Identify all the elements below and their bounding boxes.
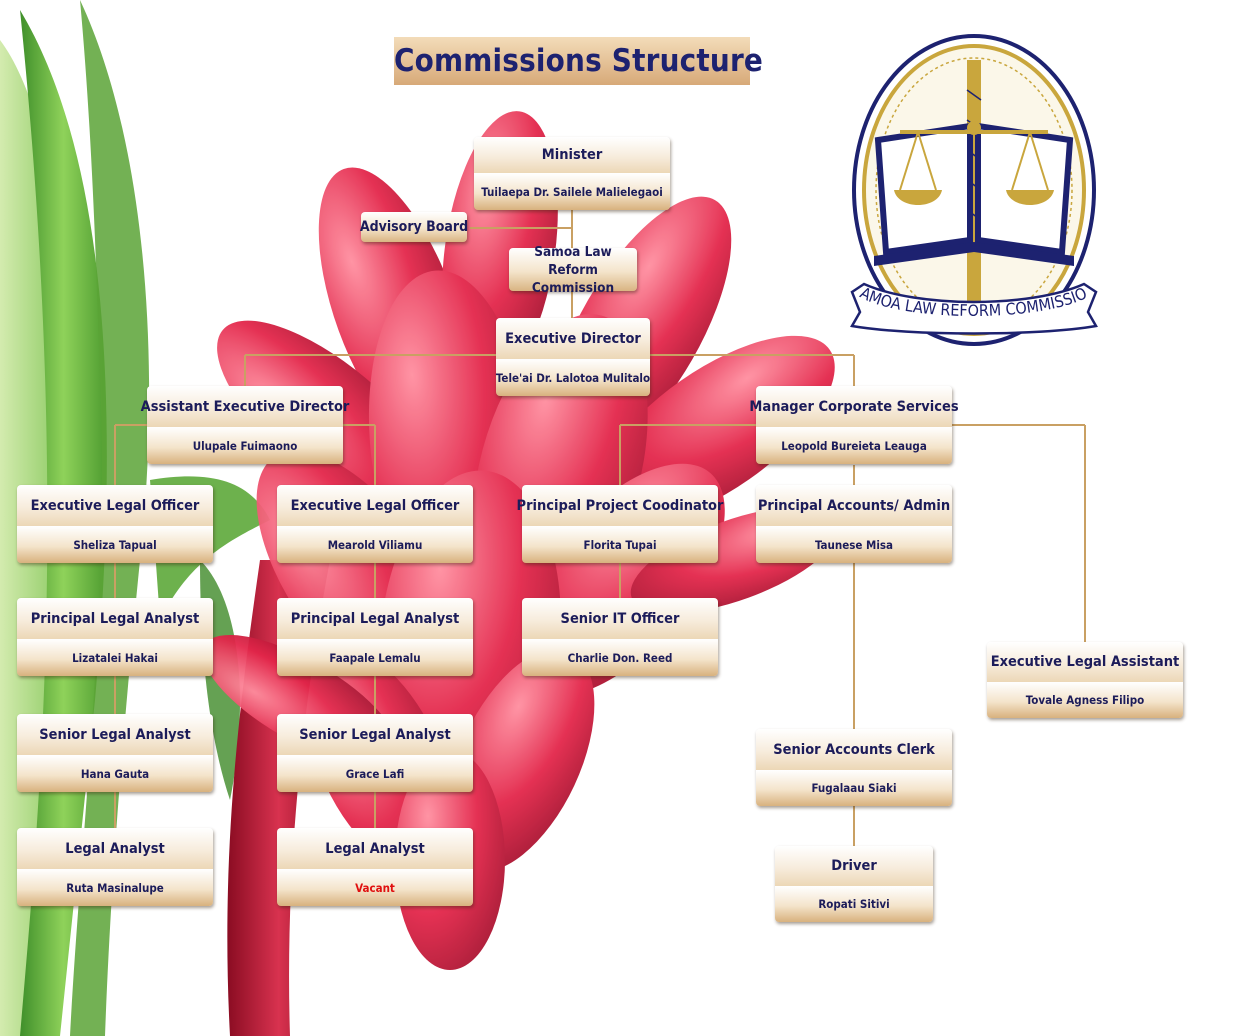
role-label: Principal Legal Analyst — [277, 598, 473, 639]
role-label: Manager Corporate Services — [749, 386, 959, 427]
role-label: Senior Legal Analyst — [17, 714, 213, 755]
role-label: Driver — [775, 846, 933, 886]
node-executive-legal-officer-1: Executive Legal Officer Sheliza Tapual — [17, 485, 213, 563]
person-name: Charlie Don. Reed — [522, 639, 718, 676]
role-label: Principal Accounts/ Admin — [756, 485, 952, 526]
person-name: Tovale Agness Filipo — [987, 682, 1183, 718]
node-manager-corporate-services: Manager Corporate Services Leopold Burei… — [749, 386, 959, 464]
person-name: Faapale Lemalu — [277, 639, 473, 676]
person-name: Grace Lafi — [277, 755, 473, 792]
node-executive-director: Executive Director Tele'ai Dr. Lalotoa M… — [496, 318, 650, 396]
node-legal-analyst-2: Legal Analyst Vacant — [277, 828, 473, 906]
person-name: Mearold Viliamu — [277, 526, 473, 563]
person-name: Florita Tupai — [522, 526, 718, 563]
page-title: Commissions Structure — [394, 37, 763, 85]
role-label: Senior Legal Analyst — [277, 714, 473, 755]
node-senior-legal-analyst-1: Senior Legal Analyst Hana Gauta — [17, 714, 213, 792]
node-principal-legal-analyst-1: Principal Legal Analyst Lizatalei Hakai — [17, 598, 213, 676]
role-label: Executive Legal Assistant — [987, 642, 1183, 682]
node-senior-accounts-clerk: Senior Accounts Clerk Fugalaau Siaki — [756, 729, 952, 806]
role-label: Executive Director — [496, 318, 650, 359]
node-minister: Minister Tuilaepa Dr. Sailele Malielegao… — [474, 137, 670, 210]
node-executive-legal-assistant: Executive Legal Assistant Tovale Agness … — [987, 642, 1183, 718]
node-executive-legal-officer-2: Executive Legal Officer Mearold Viliamu — [277, 485, 473, 563]
role-label: Assistant Executive Director — [141, 386, 349, 427]
node-principal-legal-analyst-2: Principal Legal Analyst Faapale Lemalu — [277, 598, 473, 676]
node-principal-accounts-admin: Principal Accounts/ Admin Taunese Misa — [756, 485, 952, 563]
person-name: Ruta Masinalupe — [17, 869, 213, 906]
node-legal-analyst-1: Legal Analyst Ruta Masinalupe — [17, 828, 213, 906]
role-label: Minister — [474, 137, 670, 173]
node-principal-project-coodinator: Principal Project Coodinator Florita Tup… — [517, 485, 723, 563]
person-name: Lizatalei Hakai — [17, 639, 213, 676]
role-label: Principal Project Coodinator — [517, 485, 723, 526]
role-label: Principal Legal Analyst — [17, 598, 213, 639]
person-name: Vacant — [277, 869, 473, 906]
person-name: Tuilaepa Dr. Sailele Malielegaoi — [474, 173, 670, 210]
node-advisory-board: Advisory Board — [360, 212, 468, 242]
node-assistant-executive-director: Assistant Executive Director Ulupale Fui… — [141, 386, 349, 464]
role-label: Senior IT Officer — [522, 598, 718, 639]
person-name: Ulupale Fuimaono — [147, 427, 343, 464]
person-name: Fugalaau Siaki — [756, 770, 952, 806]
person-name: Leopold Bureieta Leauga — [756, 427, 952, 464]
samoa-law-reform-commission-logo: SAMOA LAW REFORM COMMISSION — [848, 30, 1098, 346]
person-name: Taunese Misa — [756, 526, 952, 563]
node-senior-legal-analyst-2: Senior Legal Analyst Grace Lafi — [277, 714, 473, 792]
person-name: Sheliza Tapual — [17, 526, 213, 563]
role-label: Legal Analyst — [277, 828, 473, 869]
role-label: Legal Analyst — [17, 828, 213, 869]
person-name: Tele'ai Dr. Lalotoa Mulitalo — [496, 359, 650, 396]
role-label: Executive Legal Officer — [277, 485, 473, 526]
role-label: Executive Legal Officer — [17, 485, 213, 526]
node-senior-it-officer: Senior IT Officer Charlie Don. Reed — [522, 598, 718, 676]
node-driver: Driver Ropati Sitivi — [775, 846, 933, 922]
person-name: Ropati Sitivi — [775, 886, 933, 922]
node-samoa-law-reform-commission: Samoa Law Reform Commission — [509, 244, 637, 296]
person-name: Hana Gauta — [17, 755, 213, 792]
role-label: Senior Accounts Clerk — [756, 729, 952, 770]
